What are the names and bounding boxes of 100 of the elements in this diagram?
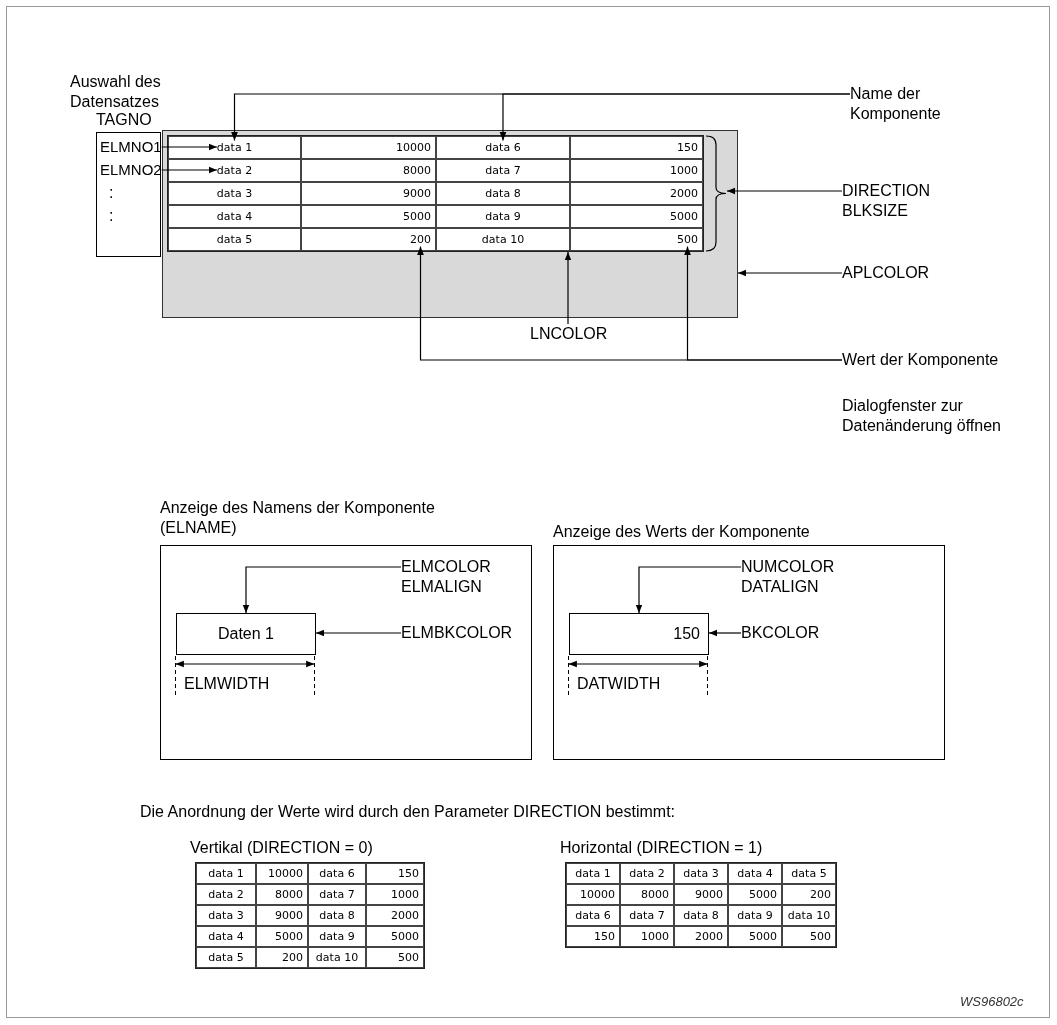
item-value: 5000 [391, 929, 419, 944]
parameter-label: BLKSIZE [842, 201, 909, 221]
item-value: 500 [398, 950, 419, 965]
caption-text: Horizontal (DIRECTION = 1) [560, 838, 763, 858]
heading-text: Anzeige des Namens der Komponente (ELNAME) [160, 498, 436, 538]
item-name: data 4 [737, 866, 773, 881]
note-text: Dialogfenster zur Datenänderung öffnen [842, 396, 1002, 436]
item-value: 10000 [580, 887, 615, 902]
data-table [167, 135, 704, 252]
item-value: 8000 [403, 163, 431, 178]
item-name: data 8 [319, 908, 355, 923]
item-value: 200 [282, 950, 303, 965]
arrow [726, 187, 843, 195]
item-name: data 6 [319, 866, 355, 881]
item-value: 9000 [403, 186, 431, 201]
arrow [635, 566, 742, 614]
arrow [242, 566, 402, 614]
parameter-label: ELMNO1 [100, 137, 162, 157]
item-value: 200 [410, 232, 431, 247]
callout-text: Wert der Komponente [842, 350, 1002, 370]
item-value: 8000 [275, 887, 303, 902]
parameter-label: ELMCOLOR [401, 557, 492, 577]
item-value: 1000 [641, 929, 669, 944]
item-value: 1000 [391, 887, 419, 902]
item-name: data 1 [216, 140, 253, 155]
application-window [162, 130, 738, 318]
ellipsis-mark: : [109, 183, 114, 203]
heading-text: Auswahl des Datensatzes [70, 72, 161, 112]
figure-code: WS96802c [960, 993, 1024, 1011]
item-name: data 7 [485, 163, 521, 178]
item-name: data 9 [319, 929, 355, 944]
arrow [161, 166, 218, 174]
item-name: data 4 [216, 209, 253, 224]
arrow [564, 251, 572, 325]
item-name: data 7 [319, 887, 355, 902]
parameter-label: DATALIGN [741, 577, 820, 597]
item-value: 2000 [391, 908, 419, 923]
parameter-label: APLCOLOR [842, 263, 962, 283]
parameter-label: ELMBKCOLOR [401, 623, 531, 643]
item-name: data 5 [208, 950, 244, 965]
item-name: data 1 [208, 866, 244, 881]
item-value: 9000 [275, 908, 303, 923]
arrow [499, 93, 851, 142]
value-field: 150 [569, 613, 709, 655]
item-name: data 1 [575, 866, 611, 881]
item-value: 500 [677, 232, 698, 247]
item-name: data 6 [485, 140, 521, 155]
item-value: 500 [810, 929, 831, 944]
description-text: Die Anordnung der Werte wird durch den Parameter DIRECTION bestimmt: [140, 802, 676, 822]
parameter-label: BKCOLOR [741, 623, 841, 643]
parameter-label: TAGNO [96, 110, 153, 130]
item-name: data 7 [629, 908, 665, 923]
arrow [684, 245, 843, 361]
ellipsis-mark: : [109, 206, 114, 226]
item-value: 10000 [396, 140, 431, 155]
heading-text: Anzeige des Werts der Komponente [553, 522, 811, 542]
item-value: 10000 [268, 866, 303, 881]
item-value: 5000 [403, 209, 431, 224]
item-value: 8000 [641, 887, 669, 902]
item-value: 2000 [695, 929, 723, 944]
item-name: data 3 [216, 186, 253, 201]
item-value: 5000 [275, 929, 303, 944]
name-field: Daten 1 [176, 613, 316, 655]
parameter-label: ELMNO2 [100, 160, 162, 180]
item-name: data 9 [737, 908, 773, 923]
item-name: data 2 [216, 163, 253, 178]
item-value: 5000 [749, 929, 777, 944]
item-value: 150 [594, 929, 615, 944]
arrow [708, 629, 742, 637]
item-name: data 3 [683, 866, 719, 881]
item-value: 5000 [670, 209, 698, 224]
parameter-label: LNCOLOR [530, 324, 606, 344]
item-value: 1000 [670, 163, 698, 178]
item-name: data 9 [485, 209, 521, 224]
item-name: data 6 [575, 908, 611, 923]
item-value: 2000 [670, 186, 698, 201]
dimension-label: DATWIDTH [577, 674, 661, 694]
item-name: data 8 [485, 186, 521, 201]
parameter-label: ELMALIGN [401, 577, 483, 597]
item-value: 200 [810, 887, 831, 902]
item-name: data 5 [216, 232, 253, 247]
item-value: 150 [398, 866, 419, 881]
arrow [315, 629, 402, 637]
item-value: 150 [677, 140, 698, 155]
arrow [161, 143, 218, 151]
item-name: data 3 [208, 908, 244, 923]
item-name: data 4 [208, 929, 244, 944]
item-name: data 10 [787, 908, 831, 923]
item-value: 5000 [749, 887, 777, 902]
dimension-label: ELMWIDTH [184, 674, 270, 694]
parameter-label: DIRECTION [842, 181, 931, 201]
parameter-label: NUMCOLOR [741, 557, 836, 577]
item-name: data 2 [208, 887, 244, 902]
item-name: data 2 [629, 866, 665, 881]
caption-text: Vertikal (DIRECTION = 0) [190, 838, 373, 858]
callout-text: Name der Komponente [850, 84, 1000, 124]
item-value: 9000 [695, 887, 723, 902]
item-name: data 10 [315, 950, 359, 965]
item-name: data 5 [791, 866, 827, 881]
item-name: data 8 [683, 908, 719, 923]
